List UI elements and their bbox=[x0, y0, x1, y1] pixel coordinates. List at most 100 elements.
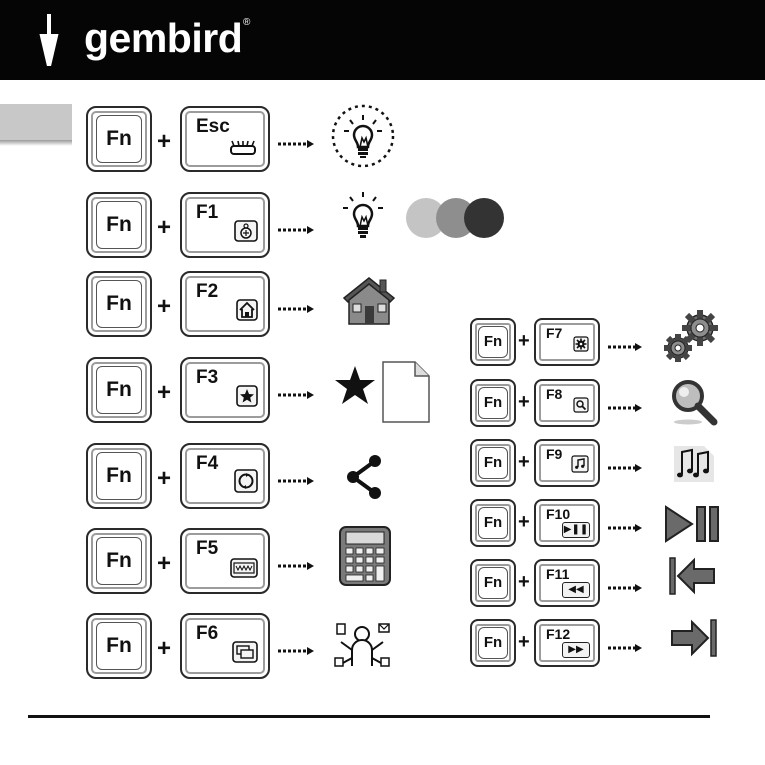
function-key-label: F7 bbox=[546, 325, 562, 341]
fn-key-label: Fn bbox=[88, 378, 150, 402]
share-icon bbox=[343, 453, 387, 506]
function-key-label: F3 bbox=[196, 367, 218, 389]
function-key-esc[interactable]: Esc bbox=[180, 106, 270, 172]
function-key-label: Esc bbox=[196, 116, 230, 138]
function-key-f4[interactable]: F4 bbox=[180, 443, 270, 509]
function-key-label: F2 bbox=[196, 281, 218, 303]
house-icon bbox=[340, 274, 398, 331]
function-key-f8[interactable]: F8 bbox=[534, 379, 600, 427]
function-key-f2[interactable]: F2 bbox=[180, 271, 270, 337]
function-key-label: F4 bbox=[196, 453, 218, 475]
function-key-f12[interactable]: F12▶▶ bbox=[534, 619, 600, 667]
multitask-icon bbox=[333, 620, 391, 673]
gear-icon bbox=[573, 336, 589, 357]
play-pause-large-icon bbox=[664, 505, 722, 548]
brand-header: gembird ® bbox=[0, 0, 765, 80]
fn-key-label: Fn bbox=[88, 292, 150, 316]
section-tab bbox=[0, 104, 72, 140]
function-key-f10[interactable]: F10▶❚❚ bbox=[534, 499, 600, 547]
fn-key[interactable]: Fn bbox=[86, 357, 152, 423]
magnifier-icon bbox=[668, 378, 720, 431]
lightbulb-icon bbox=[340, 190, 386, 253]
plus-sign: + bbox=[157, 128, 171, 156]
previous-track-icon: ◀◀ bbox=[562, 582, 590, 598]
arrow-icon bbox=[608, 339, 642, 345]
arrow-icon bbox=[278, 136, 314, 142]
favorites-document-icon bbox=[335, 360, 431, 429]
fn-key[interactable]: Fn bbox=[470, 439, 516, 487]
fn-key-label: Fn bbox=[88, 464, 150, 488]
function-key-label: F6 bbox=[196, 623, 218, 645]
fn-key[interactable]: Fn bbox=[470, 318, 516, 366]
fn-key[interactable]: Fn bbox=[470, 499, 516, 547]
fn-key[interactable]: Fn bbox=[86, 613, 152, 679]
fn-key[interactable]: Fn bbox=[470, 379, 516, 427]
fn-key-label: Fn bbox=[88, 549, 150, 573]
backlight-icon bbox=[228, 140, 258, 161]
keyboard-icon bbox=[230, 558, 258, 583]
function-key-f7[interactable]: F7 bbox=[534, 318, 600, 366]
arrow-icon bbox=[278, 301, 314, 307]
plus-sign: + bbox=[157, 465, 171, 493]
plus-sign: + bbox=[157, 293, 171, 321]
function-key-f3[interactable]: F3 bbox=[180, 357, 270, 423]
arrow-icon bbox=[608, 520, 642, 526]
function-key-f1[interactable]: F1 bbox=[180, 192, 270, 258]
fn-key[interactable]: Fn bbox=[470, 559, 516, 607]
gembird-logo-icon bbox=[32, 14, 66, 66]
function-key-f5[interactable]: F5 bbox=[180, 528, 270, 594]
plus-sign: + bbox=[157, 550, 171, 578]
plus-sign: + bbox=[518, 511, 530, 534]
fn-key-label: Fn bbox=[472, 394, 514, 411]
arrow-icon bbox=[608, 400, 642, 406]
fn-key[interactable]: Fn bbox=[86, 528, 152, 594]
plus-sign: + bbox=[157, 379, 171, 407]
plus-sign: + bbox=[518, 451, 530, 474]
fn-key[interactable]: Fn bbox=[86, 271, 152, 337]
next-track-icon: ▶▶ bbox=[562, 642, 590, 658]
fn-key[interactable]: Fn bbox=[470, 619, 516, 667]
fn-key-label: Fn bbox=[472, 333, 514, 350]
function-key-label: F10 bbox=[546, 506, 570, 522]
plus-sign: + bbox=[518, 571, 530, 594]
next-arrow-icon bbox=[668, 618, 718, 663]
fn-key-label: Fn bbox=[472, 634, 514, 651]
fn-key[interactable]: Fn bbox=[86, 443, 152, 509]
windows-icon bbox=[232, 641, 258, 668]
home-icon bbox=[236, 299, 258, 326]
function-key-label: F1 bbox=[196, 202, 218, 224]
brand-name: gembird bbox=[84, 14, 242, 62]
arrow-icon bbox=[278, 387, 314, 393]
arrow-icon bbox=[608, 580, 642, 586]
plus-sign: + bbox=[518, 330, 530, 353]
bottom-rule bbox=[28, 715, 710, 718]
search-icon bbox=[573, 397, 589, 418]
fn-key-label: Fn bbox=[88, 634, 150, 658]
arrow-icon bbox=[278, 558, 314, 564]
fn-key-label: Fn bbox=[88, 213, 150, 237]
calculator-icon bbox=[338, 525, 392, 592]
lightbulb-dotted-icon bbox=[330, 103, 396, 174]
function-key-f6[interactable]: F6 bbox=[180, 613, 270, 679]
fn-key-label: Fn bbox=[472, 454, 514, 471]
fn-key-label: Fn bbox=[88, 127, 150, 151]
function-key-f11[interactable]: F11◀◀ bbox=[534, 559, 600, 607]
arrow-icon bbox=[278, 222, 314, 228]
arrow-icon bbox=[608, 640, 642, 646]
function-key-label: F9 bbox=[546, 446, 562, 462]
arrow-icon bbox=[278, 643, 314, 649]
function-key-f9[interactable]: F9 bbox=[534, 439, 600, 487]
plus-sign: + bbox=[518, 631, 530, 654]
fn-key[interactable]: Fn bbox=[86, 106, 152, 172]
circle-arrows-icon bbox=[234, 469, 258, 498]
section-tab-shadow bbox=[0, 140, 72, 146]
music-note-icon bbox=[571, 455, 589, 478]
star-icon bbox=[236, 385, 258, 412]
light-color-3 bbox=[464, 198, 504, 238]
gears-icon bbox=[660, 308, 724, 371]
fn-key[interactable]: Fn bbox=[86, 192, 152, 258]
music-file-icon bbox=[670, 444, 716, 489]
function-key-label: F8 bbox=[546, 386, 562, 402]
function-key-label: F11 bbox=[546, 566, 569, 582]
plus-sign: + bbox=[157, 635, 171, 663]
